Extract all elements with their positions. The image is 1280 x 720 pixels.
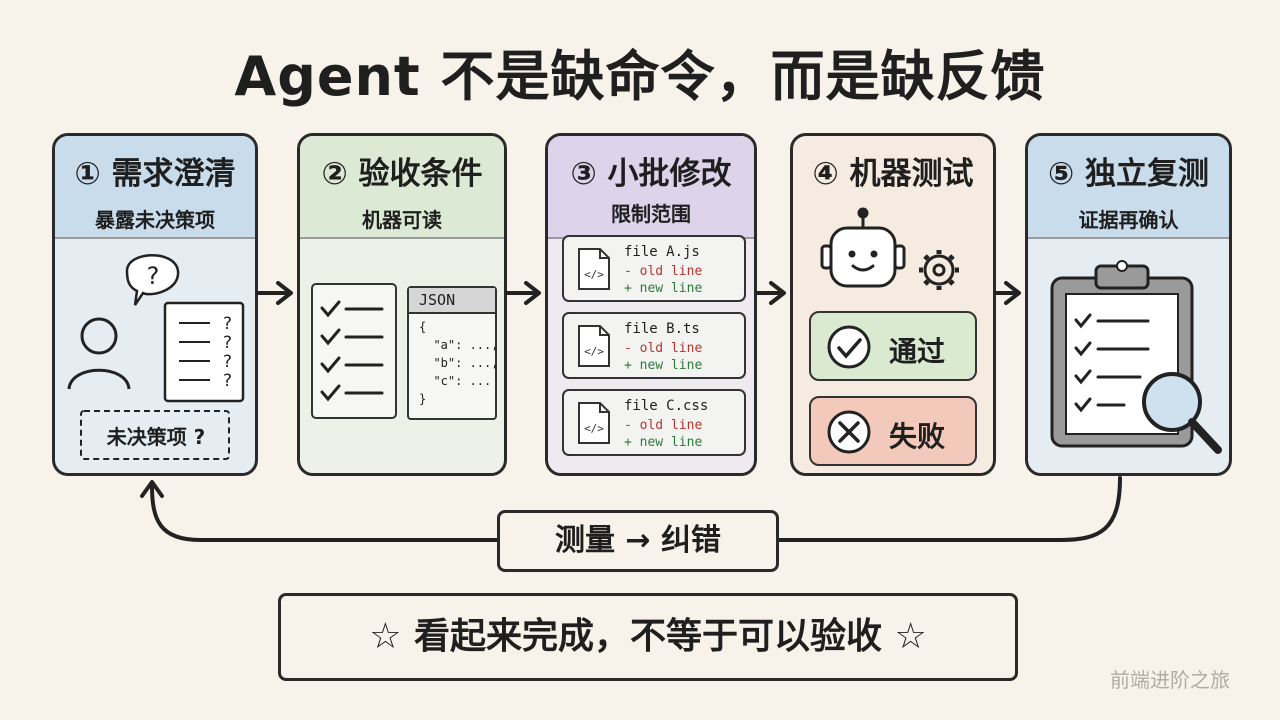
step-3-subtitle: 限制范围 [611, 202, 691, 226]
summary-banner: ☆ 看起来完成，不等于可以验收 ☆ [278, 593, 1018, 681]
svg-text:?: ? [223, 314, 232, 334]
arrow-4-to-5 [994, 281, 1021, 305]
check-circle-icon [827, 325, 871, 369]
step-3-card: ③ 小批修改 限制范围 </> file A.js - old line + n… [545, 133, 757, 476]
file-old-line: - old line [624, 264, 703, 279]
file-card: </> file B.ts - old line + new line [562, 312, 746, 379]
json-line: "b": ..., [419, 356, 499, 370]
step-2-subtitle: 机器可读 [362, 208, 442, 232]
svg-text:?: ? [223, 333, 232, 353]
svg-text:</>: </> [584, 268, 604, 281]
json-line: "c": ... [419, 374, 492, 388]
step-2-title: ② 验收条件 [300, 148, 504, 193]
step-5-title-text: 独立复测 [1085, 156, 1210, 192]
code-file-icon: </> [578, 325, 610, 367]
step-1-header [55, 136, 255, 239]
file-name: file B.ts [624, 321, 700, 337]
pass-label: 通过 [889, 335, 946, 368]
file-card: </> file A.js - old line + new line [562, 235, 746, 302]
file-old-line: - old line [624, 418, 703, 433]
step-5-number: ⑤ [1047, 156, 1075, 192]
file-new-line: + new line [624, 358, 703, 373]
code-file-icon: </> [578, 402, 610, 444]
clipboard-magnifier-icon [1050, 260, 1222, 454]
undecided-label: 未决策项 ? [106, 425, 206, 449]
file-card: </> file C.css - old line + new line [562, 389, 746, 456]
step-5-title: ⑤ 独立复测 [1028, 148, 1229, 193]
person-icon [67, 317, 131, 390]
arrow-3-to-4 [755, 281, 786, 305]
checklist-icon [311, 283, 397, 419]
step-4-number: ④ [812, 156, 839, 192]
file-old-line: - old line [624, 341, 703, 356]
code-file-icon: </> [578, 248, 610, 290]
x-circle-icon [827, 410, 871, 454]
watermark: 前端进阶之旅 [1110, 668, 1230, 692]
arrow-2-to-3 [505, 281, 541, 305]
arrow-1-to-2 [256, 281, 293, 305]
file-new-line: + new line [624, 281, 703, 296]
question-bubble-icon [125, 254, 180, 306]
gear-icon [919, 250, 959, 290]
step-1-number: ① [74, 156, 101, 192]
file-name: file C.css [624, 398, 709, 414]
step-4-title: ④ 机器测试 [793, 148, 993, 193]
step-1-card: ① 需求澄清 暴露未决策项 ? ?? ?? 未决策项 ? [52, 133, 258, 476]
magnifier-icon [1142, 372, 1222, 454]
step-1-illustration: ? ?? ?? [67, 254, 245, 460]
step-2-header [300, 136, 504, 239]
json-header: JSON [409, 288, 495, 314]
step-2-card: ② 验收条件 机器可读 JSON { "a": ..., "b": ..., "… [297, 133, 507, 476]
step-1-title: ① 需求澄清 [55, 148, 255, 193]
step-4-title-text: 机器测试 [849, 156, 974, 192]
document-icon [163, 301, 245, 403]
json-line: "a": ..., [419, 338, 499, 352]
step-2-title-text: 验收条件 [358, 156, 483, 192]
step-3-number: ③ [570, 156, 597, 192]
json-line: { [419, 320, 427, 334]
fail-label: 失败 [889, 420, 946, 453]
svg-text:</>: </> [584, 422, 604, 435]
feedback-label: 测量 → 纠错 [497, 510, 779, 572]
file-new-line: + new line [624, 435, 703, 450]
svg-text:?: ? [223, 352, 232, 372]
step-3-title-text: 小批修改 [607, 156, 732, 192]
file-name: file A.js [624, 244, 700, 260]
svg-text:</>: </> [584, 345, 604, 358]
step-5-card: ⑤ 独立复测 证据再确认 [1025, 133, 1232, 476]
fail-status: 失败 [809, 396, 977, 466]
undecided-box [80, 410, 230, 460]
step-3-title: ③ 小批修改 [548, 148, 754, 193]
step-5-header [1028, 136, 1229, 239]
svg-text:?: ? [223, 371, 232, 391]
page-title: Agent 不是缺命令，而是缺反馈 [234, 45, 1046, 108]
json-panel: JSON { "a": ..., "b": ..., "c": ... } [407, 286, 499, 420]
robot-icon [820, 207, 959, 290]
step-2-number: ② [321, 156, 348, 192]
feedback-loop-arrow [150, 476, 1122, 542]
step-4-card: ④ 机器测试 通过 [790, 133, 996, 476]
step-1-subtitle: 暴露未决策项 [95, 208, 215, 232]
svg-text:?: ? [147, 262, 160, 290]
step-5-subtitle: 证据再确认 [1078, 208, 1179, 232]
step-1-title-text: 需求澄清 [111, 156, 236, 192]
json-line: } [419, 392, 427, 406]
pass-status: 通过 [809, 311, 977, 381]
